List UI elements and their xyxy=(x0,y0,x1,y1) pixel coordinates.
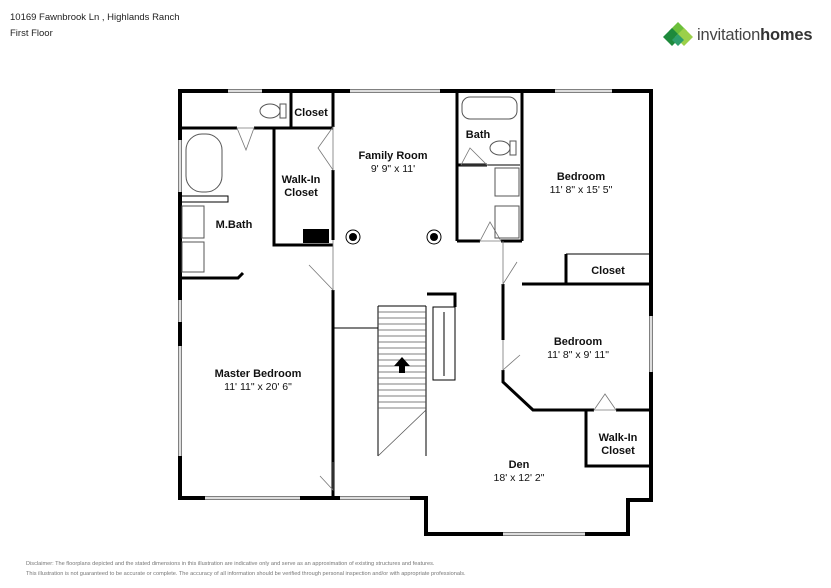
sink-icon-2 xyxy=(181,241,205,273)
stair-up-arrow-icon xyxy=(394,357,410,373)
sink-icon xyxy=(181,205,205,239)
room-label-walkin-2: Walk-In xyxy=(599,432,638,444)
room-label-master-bedroom: Master Bedroom xyxy=(215,368,302,380)
room-label-bedroom-2: Bedroom xyxy=(554,336,603,348)
disclaimer-line-1: Disclaimer: The floorplans depicted and … xyxy=(26,561,435,567)
disclaimer-line-2: This illustration is not guaranteed to b… xyxy=(26,571,466,577)
logo-mark-icon xyxy=(663,22,693,46)
room-label-family-room: Family Room xyxy=(358,150,427,162)
toilet-tank-icon-2 xyxy=(509,140,517,156)
logo-text-regular: invitation xyxy=(697,26,761,44)
room-dims-bedroom-2: 11' 8" x 9' 11" xyxy=(547,349,609,361)
stair-treads xyxy=(377,311,427,457)
bathtub-icon-2 xyxy=(461,96,518,120)
sink-icon-4 xyxy=(494,205,520,239)
room-label-walkin-2b: Closet xyxy=(601,445,635,457)
room-label-bedroom-1: Bedroom xyxy=(557,171,606,183)
sink-icon-3 xyxy=(494,167,520,197)
room-label-walkin-1: Walk-In xyxy=(282,174,321,186)
room-label-closet-top: Closet xyxy=(294,107,328,119)
room-dims-master-bedroom: 11' 11" x 20' 6" xyxy=(224,381,292,393)
invitation-homes-logo xyxy=(663,22,693,46)
room-label-closet-right: Closet xyxy=(591,265,625,277)
logo-text-bold: homes xyxy=(760,26,813,44)
toilet-icon xyxy=(259,103,281,119)
address-label: 10169 Fawnbrook Ln , Highlands Ranch xyxy=(10,12,180,23)
logo-wordmark: invitationhomes xyxy=(697,26,813,45)
room-label-den: Den xyxy=(509,459,530,471)
fixtures xyxy=(181,96,520,273)
room-label-mbath: M.Bath xyxy=(216,219,253,231)
toilet-icon-2 xyxy=(489,140,511,156)
bathtub-icon xyxy=(185,133,223,193)
room-dims-bedroom-1: 11' 8" x 15' 5" xyxy=(550,184,613,196)
room-dims-den: 18' x 12' 2" xyxy=(494,472,545,484)
toilet-tank-icon xyxy=(279,103,287,119)
room-dims-family-room: 9' 9" x 11' xyxy=(371,163,415,175)
heater-icons xyxy=(303,229,442,245)
window-lines xyxy=(179,90,652,535)
floor-label: First Floor xyxy=(10,28,53,39)
room-label-bath: Bath xyxy=(466,129,491,141)
room-label-walkin-1b: Closet xyxy=(284,187,318,199)
